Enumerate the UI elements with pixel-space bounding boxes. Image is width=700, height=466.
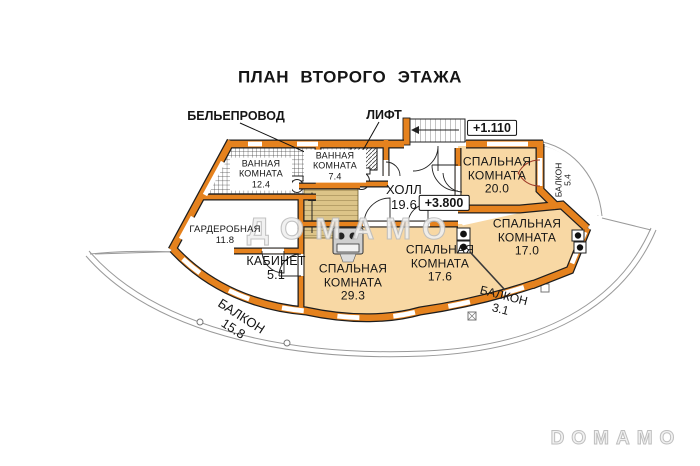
leader-lines (239, 121, 380, 158)
room-area: 17.6 (427, 269, 453, 284)
room-label-wardrobe: ГАРДЕРОБНАЯ 11.8 (189, 224, 261, 247)
watermark-corner: DOMAMO (550, 428, 682, 450)
page-title: ПЛАН ВТОРОГО ЭТАЖА (237, 67, 463, 87)
room-area: 20.0 (484, 181, 510, 196)
watermark-center: ДОМАМО (246, 210, 458, 246)
room-name: ХОЛЛ (385, 182, 423, 198)
room-area: 29.3 (340, 288, 366, 303)
level-marker-entry: +1.110 (467, 119, 517, 137)
room-name: СПАЛЬНАЯ КОМНАТА (492, 216, 562, 245)
room-area: 19.6 (390, 197, 418, 212)
room-label-bedroom-17-0: СПАЛЬНАЯ КОМНАТА 17.0 (486, 217, 568, 258)
exterior-stair (402, 117, 466, 146)
room-fills (301, 146, 588, 316)
room-label-office: КАБИНЕТ 5.1 (246, 254, 305, 283)
room-name: ВАННАЯ КОМНАТА (238, 158, 284, 179)
room-area: 12.4 (251, 179, 271, 190)
room-label-bath-small: ВАННАЯ КОМНАТА 7.4 (304, 149, 366, 183)
room-area: 7.4 (328, 171, 342, 182)
room-name: СПАЛЬНАЯ КОМНАТА (462, 154, 532, 183)
room-area: 5.4 (563, 174, 573, 186)
balcony-door-swing (517, 159, 541, 187)
radiators (456, 227, 587, 291)
room-name: СПАЛЬНАЯ КОМНАТА (405, 242, 475, 271)
callout-laundry-chute: БЕЛЬЕПРОВОД (187, 108, 285, 123)
level-marker-floor: +3.800 (418, 194, 470, 212)
room-name: КАБИНЕТ (246, 253, 306, 268)
room-name: ВАННАЯ КОМНАТА (312, 150, 358, 171)
callout-lift: ЛИФТ (366, 107, 402, 122)
room-area: 17.0 (514, 243, 540, 258)
room-name: СПАЛЬНАЯ КОМНАТА (318, 261, 388, 290)
room-area: 5.1 (267, 268, 285, 282)
room-label-bath-large: ВАННАЯ КОМНАТА 12.4 (230, 157, 292, 191)
room-area: 11.8 (215, 235, 235, 246)
room-label-bedroom-17-6: СПАЛЬНАЯ КОМНАТА 17.6 (399, 243, 481, 284)
room-label-bedroom-29: СПАЛЬНАЯ КОМНАТА 29.3 (312, 262, 394, 303)
fireplace (332, 227, 364, 263)
room-label-bedroom-20: СПАЛЬНАЯ КОМНАТА 20.0 (456, 155, 538, 196)
balcony-columns (196, 283, 550, 347)
room-name: ГАРДЕРОБНАЯ (189, 224, 261, 236)
room-label-balcony-side: БАЛКОН 5.4 (554, 163, 574, 197)
room-label-hall: ХОЛЛ 19.6 (385, 182, 423, 213)
